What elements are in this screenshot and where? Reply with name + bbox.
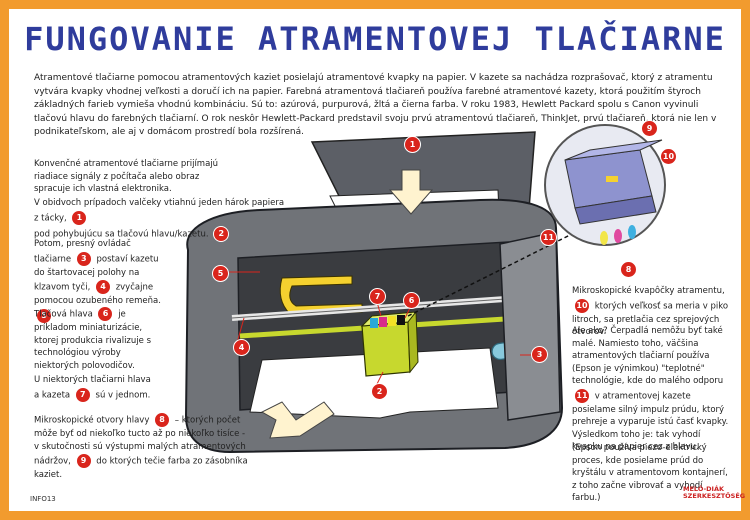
inline-badge-10: 10 — [574, 297, 590, 314]
step-5-text-b: – ktorých počet môže byť od niekoľko tuc… — [34, 415, 246, 467]
intro-paragraph: Atramentové tlačiarne pomocou atramentov… — [34, 73, 717, 137]
diagram-badge-10: 10 — [660, 148, 677, 165]
cartridge-cyan — [370, 318, 378, 328]
step-2-text-b: postaví kazetu do štartovacej polohy na … — [34, 254, 159, 293]
print-head — [361, 321, 411, 377]
inline-badge-5: 5 — [36, 307, 52, 324]
inline-badge-8: 8 — [154, 412, 171, 428]
detail-resistor — [606, 176, 618, 182]
page-title: FUNGOVANIE ATRAMENTOVEJ TLAČIARNE — [24, 20, 726, 58]
step-5-text-c: do ktorých tečie farba zo zásobníka kazi… — [34, 456, 248, 481]
ink-drop-magenta — [614, 229, 622, 243]
inline-badge-4: 4 — [94, 279, 111, 295]
inline-badge-9: 9 — [75, 453, 92, 469]
inline-badge-1: 1 — [71, 209, 88, 226]
step-1-text: V obidvoch prípadoch valčeky vtiahnú jed… — [34, 198, 285, 223]
left-paragraph-step-3: Tlačová hlava 6 je príkladom miniaturizá… — [34, 306, 166, 372]
step-2-text-c: zvyčajne pomocou ozubeného remeňa. — [34, 282, 161, 307]
diagram-badge-7: 7 — [369, 288, 386, 305]
diagram-badge-6: 6 — [403, 292, 420, 309]
left-paragraph-step-1: V obidvoch prípadoch valčeky vtiahnú jed… — [34, 197, 289, 242]
diagram-badge-11: 11 — [540, 229, 557, 246]
detail-nozzle-plate — [574, 195, 657, 225]
detail-leader-line — [407, 219, 601, 317]
diagram-badge-8: 8 — [620, 261, 637, 278]
step-3-text-b: je príkladom miniaturizácie, ktorej prod… — [34, 309, 151, 371]
right-paragraph-droplets: Mikroskopické kvapôčky atramentu, 10 kto… — [572, 285, 732, 339]
ink-drop-yellow — [600, 231, 608, 245]
step-4-text-b: sú v jednom. — [95, 390, 151, 400]
side-panel-right — [499, 231, 561, 421]
right-text-1a: Mikroskopické kvapôčky atramentu, — [572, 286, 725, 296]
paper-out-arrow — [260, 401, 335, 439]
cartridge-yellow — [388, 316, 396, 326]
inline-badge-6: 6 — [97, 306, 114, 322]
inline-badge-7: 7 — [74, 386, 91, 403]
step-4-text-a: U niektorých tlačiarni hlava a kazeta — [34, 375, 151, 400]
right-text-2a: Ale ako? Čerpadlá nemôžu byť také malé. … — [572, 326, 724, 386]
left-paragraph-step-2: Potom, presný ovládač tlačiarne 3 postav… — [34, 238, 164, 324]
step-5-text-a: Mikroskopické otvory hlavy — [34, 415, 150, 426]
inline-badge-3: 3 — [75, 250, 92, 267]
diagram-badge-4: 4 — [233, 339, 250, 356]
paper-in-arrow — [388, 169, 434, 215]
step-3-text-a: Tlačová hlava — [34, 309, 93, 320]
drive-belt — [279, 275, 363, 315]
ink-drop-cyan — [628, 225, 636, 239]
step-1-text-b: pod pohybujúcu sa tlačovú hlavu/kazetu. — [34, 229, 209, 239]
step-2-text-a: Potom, presný ovládač tlačiarne — [34, 239, 131, 264]
left-paragraph-intro: Konvenčné atramentové tlačiarne prijímaj… — [34, 159, 219, 194]
diagram-badge-2: 2 — [371, 383, 388, 400]
left-paragraph-step-4: U niektorých tlačiarni hlava a kazeta 7 … — [34, 374, 154, 403]
right-paragraph-epson: (Epson používa piezo-elektrický proces, … — [572, 443, 728, 503]
cartridge-black — [397, 315, 405, 325]
publisher-logo: MELÓ-DIÁK SZERKESZTŐSÉG — [683, 485, 746, 500]
diagram-badge-9: 9 — [641, 120, 658, 137]
right-text-1b: ktorých veľkosť sa meria v piko litroch,… — [572, 301, 729, 337]
inline-badge-2: 2 — [213, 225, 230, 242]
diagram-badge-5: 5 — [212, 265, 229, 282]
diagram-badge-3: 3 — [531, 346, 548, 363]
right-text-2b: v atramentovej kazete posielame silný im… — [572, 391, 729, 452]
cartridge-magenta — [379, 317, 387, 327]
right-paragraph-thermal: Ale ako? Čerpadlá nemôžu byť také malé. … — [572, 325, 732, 454]
left-paragraph-step-5: Mikroskopické otvory hlavy 8 – ktorých p… — [34, 412, 249, 482]
inline-badge-11: 11 — [574, 387, 590, 404]
footer-code: INFO13 — [30, 495, 56, 503]
diagram-badge-1: 1 — [404, 136, 421, 153]
output-paper — [249, 347, 499, 419]
